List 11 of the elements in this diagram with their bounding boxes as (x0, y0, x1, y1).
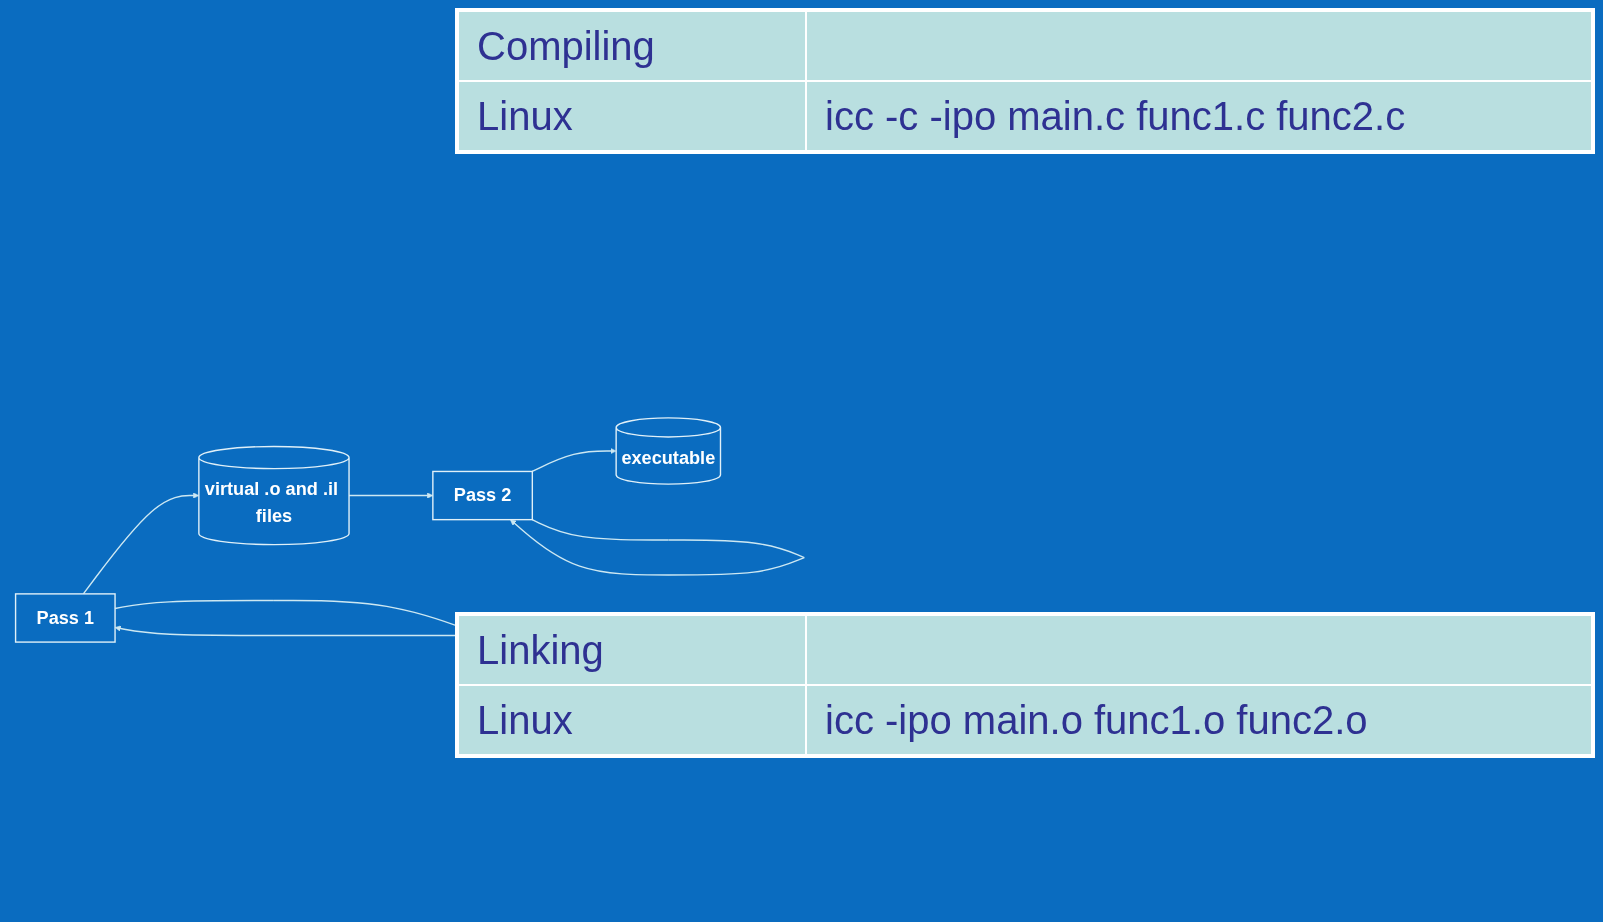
table-cell: Compiling (457, 10, 806, 81)
table-cell: Linking (457, 614, 806, 685)
table-cell: icc -c -ipo main.c func1.c func2.c (806, 81, 1593, 152)
arrow (531, 447, 617, 473)
table-cell: Linux (457, 81, 806, 152)
table-cell: icc -ipo main.o func1.o func2.o (806, 685, 1593, 756)
node-box: Pass 2 (432, 470, 534, 521)
table-cell: Linux (457, 685, 806, 756)
node-box: Pass 1 (14, 593, 116, 643)
arrow (510, 518, 805, 576)
arrow (82, 492, 200, 595)
